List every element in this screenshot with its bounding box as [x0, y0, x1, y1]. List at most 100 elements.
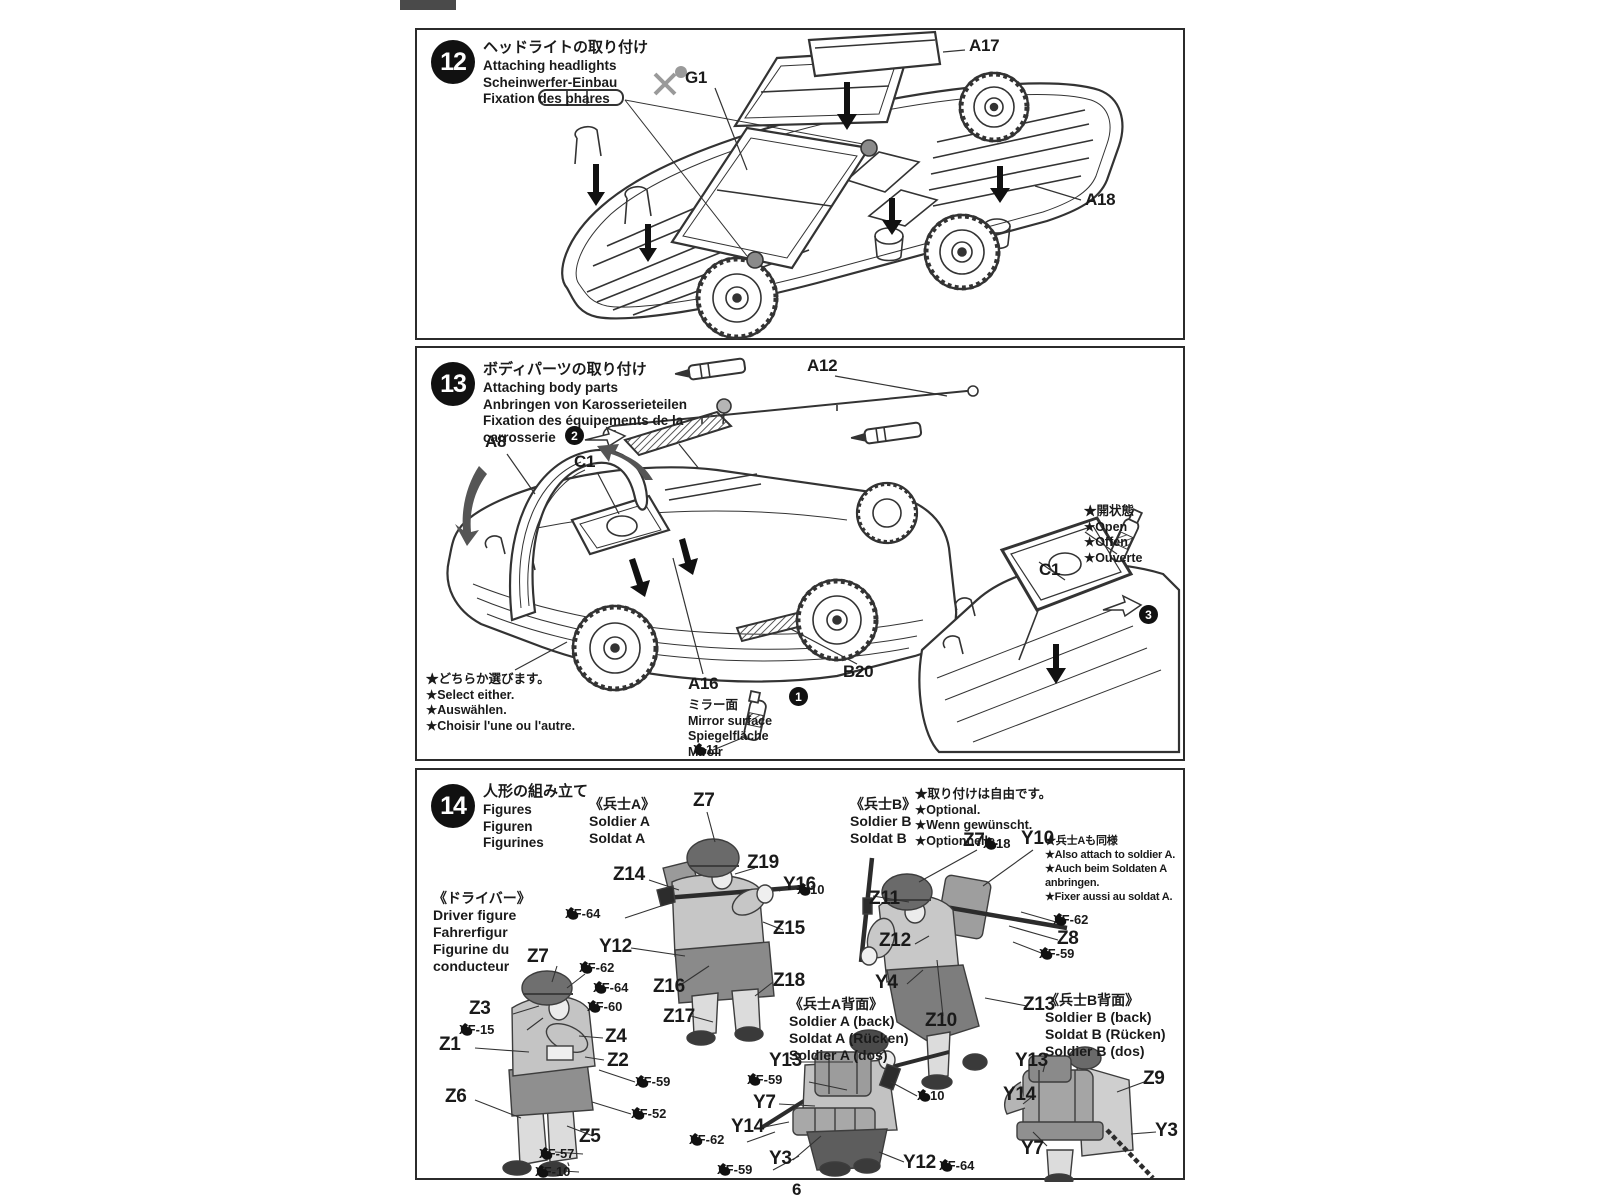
- paint-bottle: [743, 690, 767, 742]
- part-label-z13: Z13: [1023, 994, 1055, 1015]
- step-number-badge: 14: [431, 784, 475, 828]
- step-title-fr: Fixation des phares: [483, 91, 610, 106]
- select-either-note: ★どちらか選びます。 ★Select either. ★Auswählen. ★…: [426, 672, 576, 733]
- paint-bottle-icon: [748, 1073, 761, 1086]
- paint-bottle-icon: [460, 1023, 473, 1036]
- paint-bottle-icon: [984, 837, 997, 850]
- paint-bottle-icon: [694, 743, 707, 756]
- paint-callout-xf59-a-back-2: XF-59: [717, 1162, 752, 1177]
- part-a17-plank: [807, 30, 942, 78]
- part-label-z6: Z6: [445, 1086, 467, 1107]
- part-label-z10: Z10: [925, 1010, 957, 1031]
- part-label-y14-b-back: Y14: [1003, 1084, 1036, 1105]
- part-label-z4: Z4: [605, 1026, 627, 1047]
- open-option-note: ★開状態 ★Open ★Offen ★Ouverte: [1084, 504, 1143, 565]
- step-title-en: Attaching headlights: [483, 58, 617, 73]
- paint-callout-xf62-driver: XF-62: [579, 960, 614, 975]
- direction-arrow-2: [584, 426, 627, 448]
- also-attach-note: ★兵士Aも同様 ★Also attach to soldier A. ★Auch…: [1045, 835, 1176, 903]
- part-label-z9: Z9: [1143, 1068, 1165, 1089]
- driver-figure: [502, 970, 596, 1177]
- soldier-b-back-figure: [1003, 1046, 1155, 1182]
- part-label-y10: Y10: [1021, 828, 1054, 849]
- part-label-y12-soldier-a: Y12: [599, 936, 632, 957]
- part-label-z12: Z12: [879, 930, 911, 951]
- part-label-g1: G1: [685, 68, 708, 87]
- part-label-z7-soldier-b: Z7: [963, 830, 985, 851]
- paint-bottle-icon: [798, 883, 811, 896]
- headlight-part: [538, 89, 864, 257]
- part-label-y7-a-back: Y7: [753, 1092, 776, 1113]
- step-title-ja: 人形の組み立て: [483, 783, 589, 800]
- paint-callout-x18: X-18: [983, 836, 1010, 851]
- soldier-a-figure: [656, 838, 804, 1046]
- part-label-z11: Z11: [869, 888, 900, 909]
- part-label-y12-a-back: Y12: [903, 1152, 936, 1173]
- part-label-a16: A16: [688, 674, 719, 693]
- glue-tube-icon: [674, 357, 923, 445]
- soldier-a-caption: 《兵士A》 Soldier A Soldat A: [589, 796, 656, 846]
- optional-note: ★取り付けは自由です。 ★Optional. ★Wenn gewünscht. …: [915, 787, 1052, 848]
- step-title-de: Anbringen von Karosserieteilen: [483, 396, 688, 412]
- step-14-panel: 14 人形の組み立て Figures Figuren Figurines 《ドラ…: [415, 768, 1185, 1182]
- part-label-a12: A12: [807, 356, 838, 375]
- paint-callout-xf15: XF-15: [459, 1022, 494, 1037]
- wheel: [958, 71, 1030, 143]
- paint-callout-xf52: XF-52: [631, 1106, 666, 1121]
- paint-bottle-icon: [588, 1000, 601, 1013]
- paint-callout-xf64-driver: XF-64: [593, 980, 628, 995]
- paint-callout-xf60-driver: XF-60: [587, 999, 622, 1014]
- paint-bottle-icon: [594, 981, 607, 994]
- paint-callout-xf59-driver: XF-59: [635, 1074, 670, 1089]
- page-crop-remnant: [400, 0, 456, 10]
- part-label-b20: B20: [843, 662, 874, 681]
- step-title-block: 人形の組み立て Figures Figuren Figurines: [483, 782, 683, 852]
- part-label-z7-driver: Z7: [527, 946, 549, 967]
- wheel: [795, 578, 879, 662]
- part-label-z16: Z16: [653, 976, 685, 997]
- step-number-badge: 12: [431, 40, 475, 84]
- step12-exploded-diagram: [538, 30, 1124, 340]
- part-label-z18: Z18: [773, 970, 805, 991]
- fender-arch-part: [455, 444, 653, 622]
- wheel: [571, 604, 659, 692]
- step-12-panel: 12 ヘッドライトの取り付け Attaching headlights Sche…: [415, 28, 1185, 340]
- paint-callout-xf62-a-back: XF-62: [689, 1132, 724, 1147]
- paint-callout-xf57: XF-57: [539, 1146, 574, 1161]
- part-label-z5: Z5: [579, 1126, 601, 1147]
- paint-bottle-icon: [636, 1075, 649, 1088]
- step-title-block: ボディパーツの取り付け Attaching body parts Anbring…: [483, 360, 701, 446]
- paint-callout-xf64-soldier-a: XF-64: [565, 906, 600, 921]
- cement-symbol-icon: [653, 66, 687, 96]
- paint-callout-x10-soldier-a: X-10: [797, 882, 824, 897]
- part-label-z3: Z3: [469, 998, 491, 1019]
- paint-callout-xf10: XF-10: [535, 1164, 570, 1179]
- part-label-a17: A17: [969, 36, 1000, 55]
- paint-bottle-icon: [718, 1163, 731, 1176]
- soldier-b-figure: [858, 857, 1068, 1090]
- page-number: 6: [792, 1180, 802, 1199]
- step-title-en: Figures: [483, 802, 532, 817]
- part-label-a8: A8: [485, 432, 507, 451]
- part-label-y14-a-back: Y14: [731, 1116, 764, 1137]
- wheel: [923, 213, 1001, 291]
- driver-figure-caption: 《ドライバー》 Driver figure Fahrerfigur Figuri…: [433, 890, 531, 974]
- mirror-surface-note: ミラー面 Mirror surface Spiegelfläche Miroir: [688, 698, 773, 759]
- step-title-ja: ヘッドライトの取り付け: [483, 39, 649, 56]
- soldier-a-back-figure: [759, 1029, 950, 1177]
- part-label-c1-open: C1: [1039, 560, 1061, 579]
- order-marker-2: 2: [565, 426, 584, 445]
- paint-bottle-icon: [940, 1159, 953, 1172]
- part-label-y13-a-back: Y13: [769, 1050, 802, 1071]
- part-label-a18: A18: [1085, 190, 1116, 209]
- paint-callout-x11: X-11: [693, 742, 720, 757]
- paint-bottle-icon: [536, 1165, 549, 1178]
- step-number-badge: 13: [431, 362, 475, 406]
- part-label-y13-b-back: Y13: [1015, 1050, 1048, 1071]
- paint-callout-xf64-a-back: XF-64: [939, 1158, 974, 1173]
- part-label-z2: Z2: [607, 1050, 629, 1071]
- wheel: [695, 256, 779, 340]
- soldier-b-back-caption: 《兵士B背面》 Soldier B (back) Soldat B (Rücke…: [1045, 992, 1166, 1059]
- part-label-c1: C1: [574, 452, 596, 471]
- paint-bottle-icon: [566, 907, 579, 920]
